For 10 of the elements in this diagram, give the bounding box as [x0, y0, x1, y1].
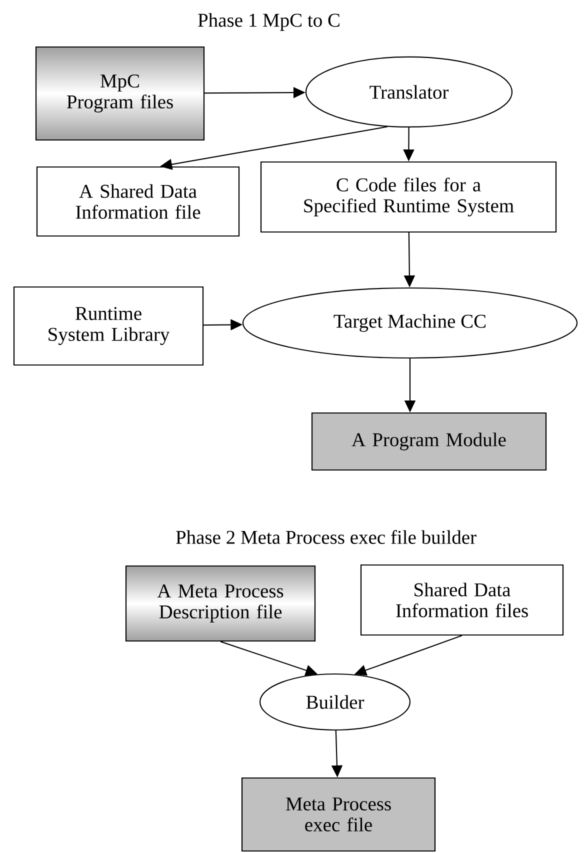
file-box: A Program Module: [311, 412, 547, 471]
file-box: MpC Program files: [35, 46, 205, 141]
file-box: A Meta Process Description file: [125, 565, 316, 642]
phase-title: Phase 1 MpC to C: [198, 13, 340, 31]
phase-title: Phase 2 Meta Process exec file builder: [176, 530, 476, 544]
file-box: Meta Process exec file: [241, 777, 436, 852]
file-box: A Shared Data Information file: [36, 166, 240, 237]
file-box: Runtime System Library: [13, 286, 204, 366]
file-box: Shared Data Information files: [360, 564, 564, 636]
file-box: C Code files for a Specified Runtime System: [260, 161, 557, 233]
